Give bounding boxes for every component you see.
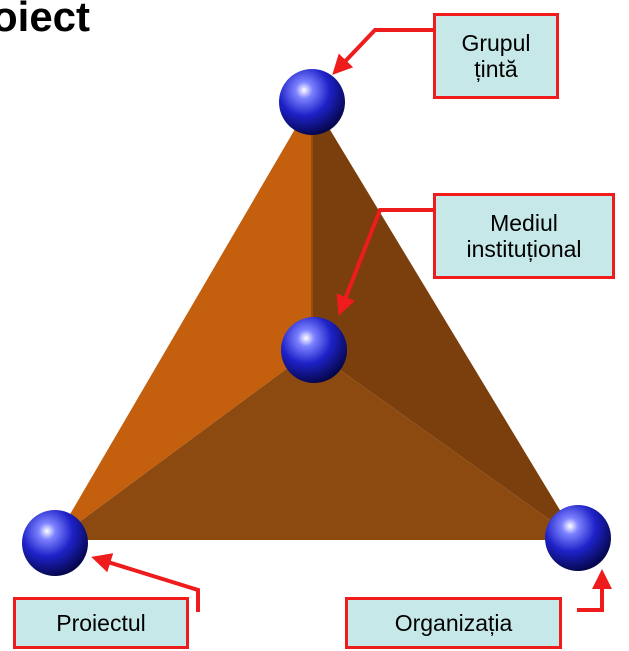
arrow-to-center-sphere (336, 208, 433, 316)
label-organizatia: Organizația (345, 597, 562, 649)
arrow-to-top-sphere (332, 28, 433, 75)
label-grupul-tinta-line2: țintă (474, 56, 518, 82)
label-mediul-line1: Mediul (490, 210, 558, 236)
label-proiectul-text: Proiectul (56, 610, 146, 636)
spheres (22, 69, 611, 576)
sphere-left (22, 510, 88, 576)
label-organizatia-text: Organizația (394, 610, 513, 636)
slide-title: oiect (0, 0, 91, 40)
sphere-top (279, 69, 345, 135)
label-proiectul: Proiectul (13, 597, 189, 649)
pyramid-face-left (55, 100, 312, 540)
label-mediul-line2: instituțional (466, 236, 582, 262)
sphere-right (545, 505, 611, 571)
arrow-to-left-sphere (91, 553, 200, 612)
label-mediul-institutional: Mediul instituțional (433, 193, 615, 279)
arrows (91, 28, 612, 612)
arrow-to-right-sphere (577, 569, 612, 612)
sphere-center (281, 317, 347, 383)
pyramid-face-bottom (55, 350, 578, 540)
label-grupul-tinta-line1: Grupul (461, 30, 531, 56)
label-grupul-tinta: Grupul țintă (433, 13, 559, 99)
